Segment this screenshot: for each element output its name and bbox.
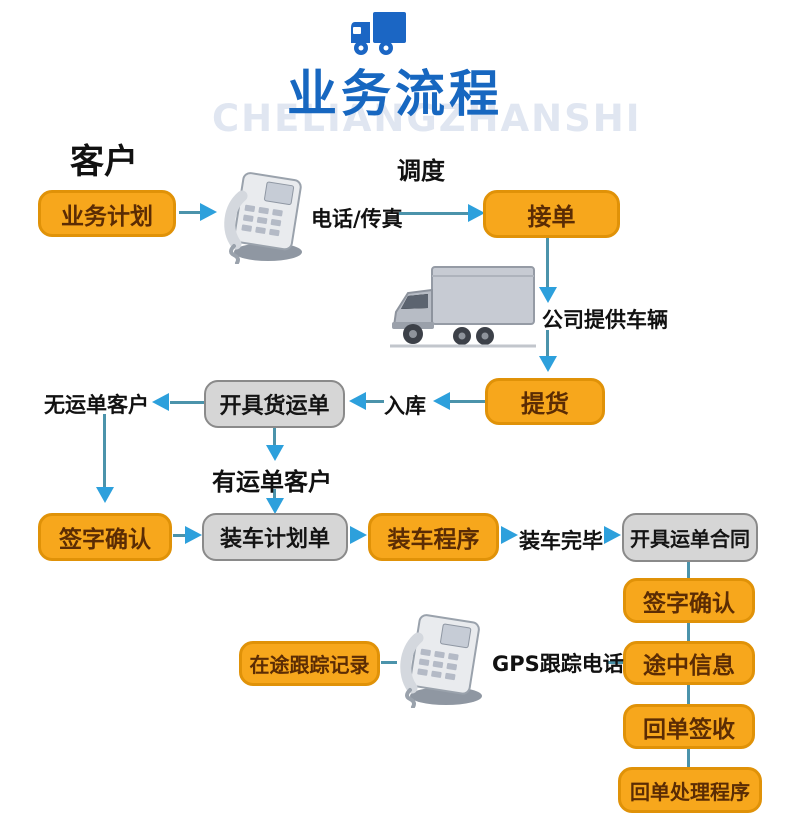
label-customer: 客户 xyxy=(70,142,138,182)
line-pickup-to-warehouse xyxy=(450,400,485,403)
truck-icon xyxy=(348,10,410,58)
fax-phone-photo-bottom xyxy=(390,612,488,712)
line-gps-to-enroute xyxy=(608,661,623,664)
node-business-plan: 业务计划 xyxy=(38,190,176,237)
label-no-waybill-customer: 无运单客户 xyxy=(44,393,149,417)
page-title: 业务流程 xyxy=(287,65,503,123)
node-loading-procedure: 装车程序 xyxy=(368,513,499,561)
arrowhead-to-sign-left xyxy=(96,487,114,503)
node-loading-plan: 装车计划单 xyxy=(202,513,348,561)
arrowhead-to-loading-plan2 xyxy=(185,526,202,544)
arrowhead-has-waybill xyxy=(266,445,284,461)
arrowhead-plan-to-phone xyxy=(200,203,217,221)
node-sign-confirm-right: 签字确认 xyxy=(623,578,755,623)
node-enroute-tracking: 在途跟踪记录 xyxy=(239,641,380,686)
line-contract-to-sign xyxy=(687,562,690,578)
arrowhead-to-waybill-contract xyxy=(604,526,621,544)
line-tracking-to-phone xyxy=(381,661,397,664)
label-dispatch: 调度 xyxy=(397,157,445,185)
node-pickup: 提货 xyxy=(485,378,605,425)
arrowhead-to-freight-bill xyxy=(349,392,366,410)
arrow-line-plan-to-phone xyxy=(179,211,203,214)
arrowhead-to-nowaybill xyxy=(152,393,169,411)
node-receive-order: 接单 xyxy=(483,190,620,238)
node-issue-waybill-contract: 开具运单合同 xyxy=(622,513,758,562)
line-bill-down xyxy=(273,428,276,446)
label-company-vehicle: 公司提供车辆 xyxy=(542,308,668,332)
line-enroute-to-receipt xyxy=(687,685,690,704)
line-bill-to-nowaybill xyxy=(170,401,204,404)
arrowhead-to-loading-plan xyxy=(266,498,284,514)
arrowhead-phone-to-receive xyxy=(468,204,485,222)
arrowhead-to-loading-procedure xyxy=(350,526,367,544)
label-warehouse-in: 入库 xyxy=(384,394,426,418)
node-sign-confirm-left: 签字确认 xyxy=(38,513,172,561)
node-receipt-sign: 回单签收 xyxy=(623,704,755,749)
label-phone-fax: 电话/传真 xyxy=(311,207,403,231)
line-warehouse-to-bill xyxy=(366,400,384,403)
arrowhead-to-loading-complete xyxy=(501,526,518,544)
node-receipt-processing: 回单处理程序 xyxy=(618,767,762,813)
line-haswaybill-down xyxy=(273,489,276,499)
watermark-text: CHELIANGZHANSHI xyxy=(212,97,642,140)
fax-phone-photo-top xyxy=(216,170,308,268)
arrowhead-to-warehouse xyxy=(433,392,450,410)
line-receive-down xyxy=(546,238,549,288)
arrowhead-to-pickup xyxy=(539,356,557,372)
line-nowaybill-down xyxy=(103,414,106,488)
label-gps-tracking-phone: GPS跟踪电话 xyxy=(492,652,624,676)
arrowhead-company-vehicle xyxy=(539,287,557,303)
line-sign-to-plan xyxy=(173,534,186,537)
line-vehicle-down xyxy=(546,330,549,357)
line-receipt-to-processing xyxy=(687,749,690,767)
node-issue-freight-bill: 开具货运单 xyxy=(204,380,345,428)
arrow-line-phone-to-receive xyxy=(399,212,469,215)
box-truck-photo xyxy=(386,262,540,354)
line-sign-to-enroute xyxy=(687,623,690,641)
node-enroute-info: 途中信息 xyxy=(623,641,755,685)
label-has-waybill-customer: 有运单客户 xyxy=(212,468,332,496)
label-loading-complete: 装车完毕 xyxy=(519,529,603,553)
